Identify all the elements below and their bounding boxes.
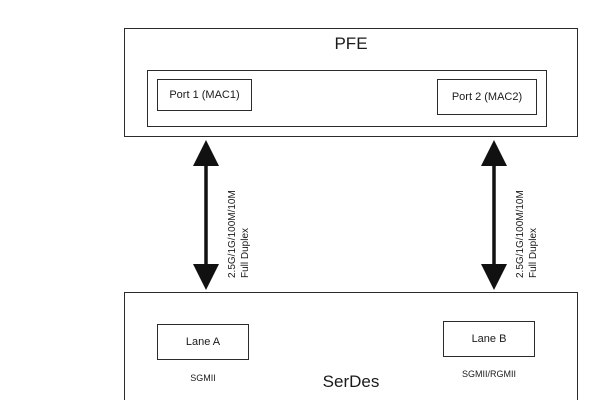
lane-b-interface: SGMII/RGMII — [462, 369, 516, 379]
port-1-label: Port 1 (MAC1) — [169, 89, 240, 101]
link-a-duplex: Full Duplex — [240, 227, 251, 278]
lane-b-box: Lane B — [443, 321, 535, 357]
lane-b-label: Lane B — [471, 333, 507, 345]
pfe-title: PFE — [334, 34, 368, 53]
port-1-box: Port 1 (MAC1) — [157, 79, 252, 111]
link-b-label: 2.5G/1G/100M/10M Full Duplex — [514, 190, 540, 278]
port-2-label: Port 2 (MAC2) — [451, 91, 523, 103]
serdes-title: SerDes — [322, 372, 380, 391]
link-a-speed: 2.5G/1G/100M/10M — [227, 190, 238, 278]
lane-a-interface: SGMII — [190, 373, 216, 383]
port-2-box: Port 2 (MAC2) — [437, 79, 537, 115]
link-b-duplex: Full Duplex — [528, 227, 539, 278]
link-b-arrow — [481, 140, 507, 290]
link-b-speed: 2.5G/1G/100M/10M — [515, 190, 526, 278]
link-a-label: 2.5G/1G/100M/10M Full Duplex — [226, 190, 252, 278]
lane-a-box: Lane A — [157, 324, 249, 360]
lane-a-label: Lane A — [185, 336, 221, 348]
link-a-arrow — [193, 140, 219, 290]
